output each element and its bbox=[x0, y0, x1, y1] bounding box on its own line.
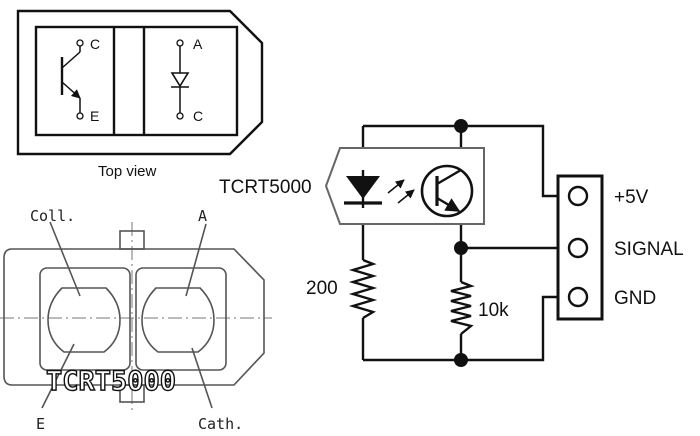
ir-emission-arrow-1 bbox=[387, 179, 405, 194]
phototransistor-lens bbox=[47, 287, 121, 353]
sensor-label: TCRT5000 bbox=[219, 177, 312, 198]
led-resistor-label: 200 bbox=[306, 278, 338, 299]
pkg-emitter-label: E bbox=[36, 415, 45, 433]
top-cathode-label: C bbox=[193, 108, 203, 124]
led-lens bbox=[141, 287, 215, 353]
collector-leader bbox=[49, 221, 81, 297]
connector-pin-1 bbox=[567, 185, 589, 207]
package-drawing: Coll. A E Cath. TCRT5000 bbox=[0, 207, 272, 433]
collector-pin-dot bbox=[76, 39, 84, 47]
pulldown-resistor-label: 10k bbox=[478, 300, 509, 321]
phototransistor-schematic bbox=[420, 164, 474, 218]
top-emitter-label: E bbox=[90, 108, 99, 124]
pkg-collector-label: Coll. bbox=[30, 207, 75, 225]
connector-pin-3 bbox=[567, 286, 589, 308]
package-window-left bbox=[39, 267, 131, 371]
gnd-pin-label: GND bbox=[614, 288, 656, 309]
signal-pin-label: SIGNAL bbox=[614, 239, 684, 260]
top-view-outline bbox=[16, 9, 264, 156]
package-tab-bottom bbox=[119, 384, 145, 403]
top-view-caption: Top view bbox=[98, 163, 157, 180]
anode-pin-dot bbox=[176, 39, 184, 47]
cathode-leader bbox=[191, 347, 213, 409]
top-view-figure: C E A C Top view bbox=[16, 9, 264, 180]
junction-signal bbox=[454, 241, 468, 255]
phototransistor-symbol: C E bbox=[60, 36, 100, 124]
package-tab-top bbox=[119, 230, 145, 250]
junction-vcc bbox=[454, 119, 468, 133]
junction-gnd bbox=[454, 353, 468, 367]
emitter-leader bbox=[41, 343, 75, 409]
top-collector-label: C bbox=[90, 36, 100, 52]
cathode-pin-dot bbox=[176, 112, 184, 120]
ir-diode-symbol: A C bbox=[170, 36, 203, 124]
pkg-cathode-label: Cath. bbox=[198, 415, 243, 433]
connector-pin-2 bbox=[567, 237, 589, 259]
ir-led-symbol bbox=[344, 170, 415, 208]
top-anode-label: A bbox=[193, 36, 203, 52]
top-view-inner-frame bbox=[34, 25, 239, 137]
ir-emission-arrow-2 bbox=[397, 189, 415, 204]
package-outline bbox=[3, 248, 265, 386]
pkg-anode-label: A bbox=[198, 207, 207, 225]
resistor-10k bbox=[450, 280, 475, 335]
anode-leader bbox=[185, 223, 207, 297]
package-marking: TCRT5000 bbox=[46, 366, 176, 397]
emitter-pin-dot bbox=[76, 112, 84, 120]
vcc-pin-label: +5V bbox=[614, 187, 649, 208]
resistor-200 bbox=[348, 258, 378, 320]
schematic: TCRT5000 200 10k +5V SIGNAL GND bbox=[219, 119, 684, 367]
package-window-right bbox=[135, 267, 227, 371]
